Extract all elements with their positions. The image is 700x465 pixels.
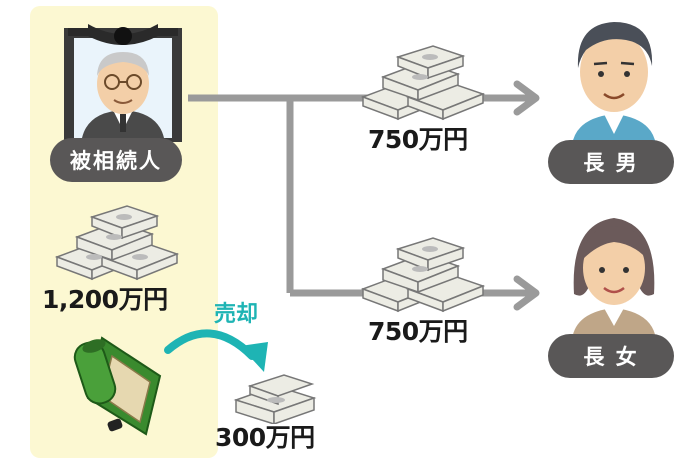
decedent-label: 被相続人 bbox=[50, 138, 182, 182]
sale-proceeds-amount: 300万円 bbox=[215, 423, 315, 452]
sale-arrow bbox=[164, 329, 268, 372]
son-share-amount: 750万円 bbox=[368, 125, 468, 154]
eldest-son-label: 長 男 bbox=[548, 140, 674, 184]
daughter-share-cash-icon bbox=[360, 237, 486, 313]
eldest-daughter-avatar-icon bbox=[572, 218, 656, 339]
decedent-portrait-icon bbox=[64, 24, 182, 142]
carpet-roll-icon bbox=[73, 336, 162, 436]
proceeds-cash-icon bbox=[233, 374, 317, 424]
son-share-cash-icon bbox=[360, 45, 486, 121]
eldest-daughter-label: 長 女 bbox=[548, 334, 674, 378]
sale-label: 売却 bbox=[214, 302, 259, 327]
cash-stack-icon bbox=[54, 205, 180, 281]
estate-cash-amount: 1,200万円 bbox=[42, 285, 168, 314]
eldest-son-avatar-icon bbox=[572, 22, 656, 145]
daughter-share-amount: 750万円 bbox=[368, 317, 468, 346]
